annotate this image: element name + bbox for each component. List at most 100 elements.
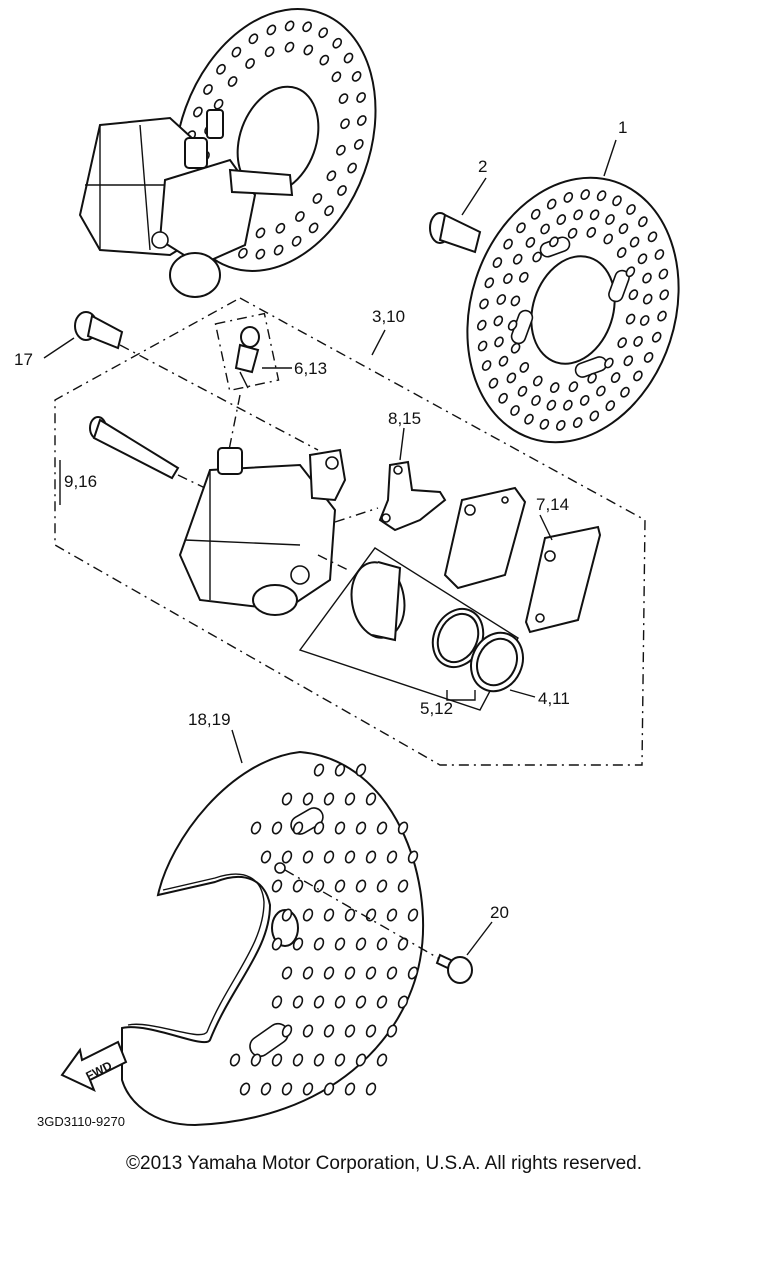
cover-hole — [365, 1082, 377, 1096]
disc-hole — [580, 189, 591, 201]
disc-hole — [532, 375, 543, 387]
disc-hole — [540, 223, 550, 235]
disc-bolt — [429, 212, 482, 254]
disc-hole — [610, 372, 621, 384]
cover-hole — [376, 1053, 388, 1067]
cover-hole — [292, 995, 304, 1009]
cover-hole — [334, 763, 346, 777]
cover-hole — [334, 821, 346, 835]
disc-hole — [347, 162, 357, 174]
cover-hole — [334, 937, 346, 951]
disc-hole — [625, 313, 636, 325]
disc-hole — [517, 385, 528, 397]
cover-hole — [281, 1082, 293, 1096]
cover-hole — [292, 1053, 304, 1067]
disc-hole — [481, 360, 492, 371]
disc-hole — [507, 319, 518, 331]
cover-hole — [344, 1024, 356, 1038]
cover-hole — [355, 937, 367, 951]
forward-arrow-icon: FWD — [60, 1040, 128, 1092]
cover-hole — [292, 879, 304, 893]
disc-hole — [477, 340, 488, 352]
cover-hole — [323, 1024, 335, 1038]
callout-3-10: 3,10 — [372, 307, 405, 326]
cover-hole — [386, 908, 398, 922]
cover-hole — [313, 995, 325, 1009]
cover-hole — [344, 1082, 356, 1096]
callout-9-16: 9,16 — [64, 472, 97, 491]
callout-1: 1 — [618, 118, 627, 137]
disc-hole — [284, 20, 295, 32]
disc-hole — [642, 293, 653, 305]
disc-hole — [273, 244, 284, 256]
cover-hole — [334, 1053, 346, 1067]
disc-hole — [617, 337, 628, 349]
disc-hole — [503, 273, 513, 285]
disc-hole — [525, 236, 536, 248]
disc-hole — [657, 310, 667, 322]
disc-hole — [549, 382, 560, 394]
cover-hole — [281, 792, 293, 806]
disc-hole — [628, 289, 639, 301]
disc-hole — [596, 385, 606, 397]
disc-hole — [589, 209, 600, 221]
brake-disc — [466, 176, 680, 444]
cover-hole — [355, 995, 367, 1009]
disc-hole — [303, 44, 314, 56]
disc-hole — [343, 52, 354, 64]
caliper-assembly-boundary — [54, 297, 646, 766]
disc-hole — [266, 24, 277, 36]
disc-hole — [255, 248, 266, 260]
disc-hole — [633, 335, 643, 347]
cover-hole — [302, 792, 314, 806]
pad-spring — [378, 460, 447, 532]
disc-hole — [659, 289, 670, 301]
disc-hole — [658, 268, 669, 280]
disc-hole — [587, 372, 597, 384]
disc-hole — [338, 93, 349, 104]
disc-hole — [605, 400, 616, 412]
cover-hole — [271, 821, 283, 835]
cover-hole — [292, 821, 304, 835]
cover-hole — [397, 821, 409, 835]
callout-5-12: 5,12 — [420, 699, 453, 718]
disc-hole — [531, 395, 541, 406]
disc-hole — [324, 205, 334, 217]
cover-hole — [292, 937, 304, 951]
disc-hole — [476, 319, 487, 331]
disc-hole — [319, 54, 330, 66]
disc-hole — [638, 216, 648, 228]
cover-hole — [397, 879, 409, 893]
cover-hole — [281, 1024, 293, 1038]
disc-hole — [337, 185, 347, 196]
disc-hole — [567, 227, 578, 239]
disc-hole — [532, 251, 542, 263]
disc-hole — [639, 315, 650, 326]
cover-hole — [376, 937, 388, 951]
disc-hole — [586, 226, 597, 238]
disc-hole — [493, 315, 504, 327]
disc-hole — [642, 272, 652, 284]
cover-hole — [281, 850, 293, 864]
disc-hole — [579, 394, 590, 406]
cover-hole — [271, 1053, 283, 1067]
disc-hole — [637, 253, 648, 265]
brake-pad-outer — [524, 525, 602, 634]
disc-hole — [604, 357, 614, 369]
disc-hole — [216, 63, 226, 75]
caliper-piston — [350, 561, 406, 642]
piston-seal-group-box — [298, 547, 519, 711]
assembled-caliper — [78, 109, 294, 298]
cover-hole — [407, 966, 419, 980]
disc-hole — [643, 351, 654, 363]
bleed-screw — [214, 312, 280, 392]
disc-hole — [336, 144, 346, 156]
disc-hole — [503, 238, 513, 250]
disc-hole — [510, 342, 521, 354]
disc-hole — [351, 71, 362, 82]
cover-hole — [334, 995, 346, 1009]
disc-hole — [556, 214, 567, 226]
disc-hole — [245, 58, 255, 69]
disc-hole — [618, 223, 629, 235]
disc-hole — [616, 247, 627, 259]
